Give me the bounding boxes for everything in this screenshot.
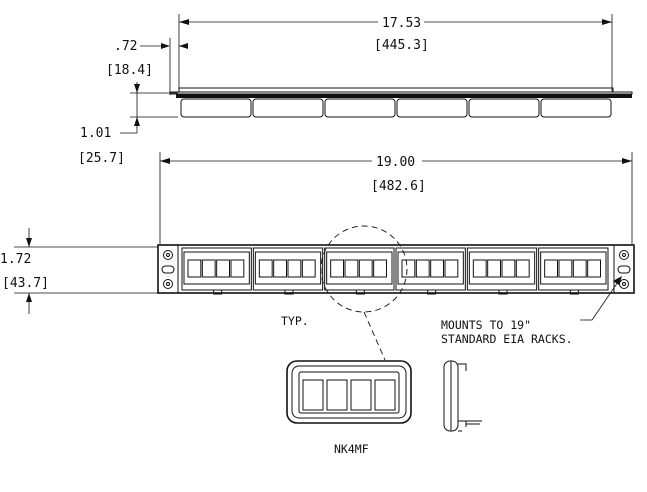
detail-module-front: [286, 360, 412, 424]
keystone-port: [515, 259, 530, 278]
detail-module-side: [443, 360, 482, 432]
front-view-modules: [181, 247, 609, 295]
keystone-port: [373, 259, 387, 278]
keystone-port: [273, 259, 287, 278]
module-face: [540, 251, 607, 285]
keystone-port: [301, 259, 316, 278]
top-view-modules: [180, 98, 612, 118]
keystone-port: [358, 259, 373, 278]
left-rack-ear: [161, 250, 175, 289]
keystone-port: [230, 259, 245, 278]
module-face: [468, 251, 536, 285]
top-width-mm: [445.3]: [374, 38, 429, 53]
detail-callout-circle: [320, 225, 408, 313]
mounts-note-line1: MOUNTS TO 19": [441, 318, 531, 332]
keystone-port: [558, 259, 573, 278]
keystone-port: [572, 259, 587, 278]
height-inches: 1.72: [0, 252, 31, 267]
module-face: [397, 251, 464, 285]
module-latch: [355, 289, 365, 295]
typ-label: TYP.: [281, 314, 309, 328]
keystone-port: [444, 259, 459, 278]
offset-mm: [18.4]: [106, 63, 153, 78]
depth-mm: [25.7]: [78, 151, 125, 166]
keystone-port: [430, 259, 444, 278]
keystone-port: [187, 259, 202, 278]
height-mm: [43.7]: [2, 276, 49, 291]
front-width-inches: 19.00: [376, 155, 415, 170]
keystone-port: [401, 259, 416, 278]
keystone-port: [330, 259, 344, 278]
module-face: [326, 251, 393, 285]
module-face: [183, 251, 250, 285]
keystone-port: [201, 259, 216, 278]
keystone-port: [487, 259, 501, 278]
front-width-mm: [482.6]: [371, 179, 426, 194]
keystone-port: [415, 259, 430, 278]
right-rack-ear: [617, 250, 631, 289]
module-latch: [427, 289, 437, 295]
keystone-port: [216, 259, 231, 278]
offset-inches: .72: [114, 39, 137, 54]
module-latch: [569, 289, 579, 295]
module-latch: [498, 289, 508, 295]
top-view: 17.53 [445.3] .72 [18.4] 1.01 [25.7: [78, 14, 633, 166]
mounts-note-line2: STANDARD EIA RACKS.: [441, 332, 573, 346]
keystone-port: [258, 259, 273, 278]
keystone-port: [544, 259, 559, 278]
module-latch: [284, 289, 294, 295]
keystone-port: [472, 259, 487, 278]
keystone-port: [501, 259, 516, 278]
keystone-port: [287, 259, 302, 278]
front-view: 19.00 [482.6] 1.72 [43.7]: [0, 152, 635, 361]
keystone-port: [344, 259, 359, 278]
depth-inches: 1.01: [80, 126, 111, 141]
top-width-inches: 17.53: [382, 16, 421, 31]
keystone-port: [587, 259, 602, 278]
part-number-label: NK4MF: [334, 442, 369, 456]
module-latch: [213, 289, 223, 295]
